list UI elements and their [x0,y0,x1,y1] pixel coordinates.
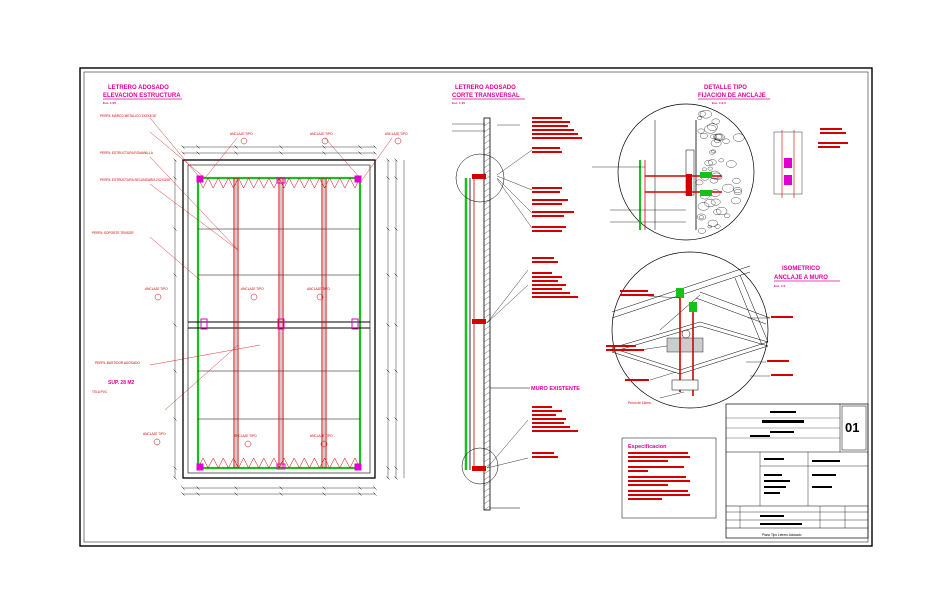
svg-text:ANCLAJE TIPO: ANCLAJE TIPO [310,132,333,136]
note-secundaria: PERFIL ESTRUCTURA SECUNDARIA 2X2X3/16" [100,178,171,182]
detail-subtitle: FIJACION DE ANCLAJE [698,93,766,99]
detail-circle [617,103,755,241]
section-scale: Esc. 1:10 [452,101,465,105]
svg-text:ANCLAJE TIPO: ANCLAJE TIPO [143,432,166,436]
isometric-subtitle: ANCLAJE A MURO [774,275,828,281]
note-tensor: PERFIL SOPORTE TENSOR [92,231,134,235]
isometric-circle [611,251,769,409]
svg-text:ANCLAJE TIPO: ANCLAJE TIPO [145,287,168,291]
title-block-footer: Plano Tipo Letrero Adosado [762,533,802,537]
elevation-scale: Esc. 1:25 [103,101,116,105]
title-block [725,403,869,539]
note-bastidor: PERFIL BASTIDOR ADOSADO [95,361,140,365]
anchor-labels: ANCLAJE TIPO ANCLAJE TIPO ANCLAJE TIPO A… [143,132,408,438]
note-tela: TELA PVC [92,390,108,394]
svg-text:ANCLAJE TIPO: ANCLAJE TIPO [385,132,408,136]
elevation-red-members [233,178,327,468]
elevation-view: LETRERO ADOSADO ELEVACION ESTRUCTURA Esc… [92,85,408,496]
detail-title: DETALLE TIPO [704,85,747,91]
svg-text:ANCLAJE TIPO: ANCLAJE TIPO [241,287,264,291]
section-subtitle: CORTE TRANSVERSAL [452,93,520,99]
svg-text:ANCLAJE TIPO: ANCLAJE TIPO [234,434,257,438]
area-label: SUP. 28 M2 [108,380,135,386]
elevation-frame-outer [182,159,376,479]
section-view: LETRERO ADOSADO CORTE TRANSVERSAL Esc. 1… [452,85,582,511]
section-notes [532,117,582,458]
section-title: LETRERO ADOSADO [455,85,516,91]
svg-text:ANCLAJE TIPO: ANCLAJE TIPO [310,434,333,438]
sheet-border-inner [83,71,869,543]
elevation-dimension-ticks [173,145,398,496]
wall-label: MURO EXISTENTE [531,386,580,392]
elevation-title: LETRERO ADOSADO [108,85,169,91]
detail-view: DETALLE TIPO FIJACION DE ANCLAJE Esc. 1:… [592,85,848,241]
note-marco: PERFIL MARCO METALICO 2X2X3/16" [100,114,157,118]
sheet-border-outer [79,67,873,547]
isometric-scale: Esc. 1:5 [774,284,786,288]
elevation-subtitle: ELEVACION ESTRUCTURA [103,93,181,99]
elevation-notes: PERFIL MARCO METALICO 2X2X3/16" PERFIL E… [92,114,171,394]
specs-title: Especificacion [628,444,667,450]
rod-label: Perno de 16mm. [628,401,652,405]
anchor-callouts [153,137,402,448]
isometric-title: ISOMETRICO [782,266,820,272]
svg-text:ANCLAJE TIPO: ANCLAJE TIPO [230,132,253,136]
detail-scale: Esc. 1:2.5 [712,101,726,105]
note-romanilla: PERFIL ESTRUCTURA ROMANILLA [100,151,154,155]
sheet-number: 01 [845,420,859,435]
elevation-dimensions [174,146,405,495]
isometric-view: ISOMETRICO ANCLAJE A MURO Esc. 1:5 [606,251,840,409]
elevation-anchors [196,175,362,471]
title-block-text [750,411,840,525]
specs-box: Especificacion [621,437,717,519]
elevation-frame-inner [187,164,371,474]
svg-text:ANCLAJE TIPO: ANCLAJE TIPO [307,287,330,291]
